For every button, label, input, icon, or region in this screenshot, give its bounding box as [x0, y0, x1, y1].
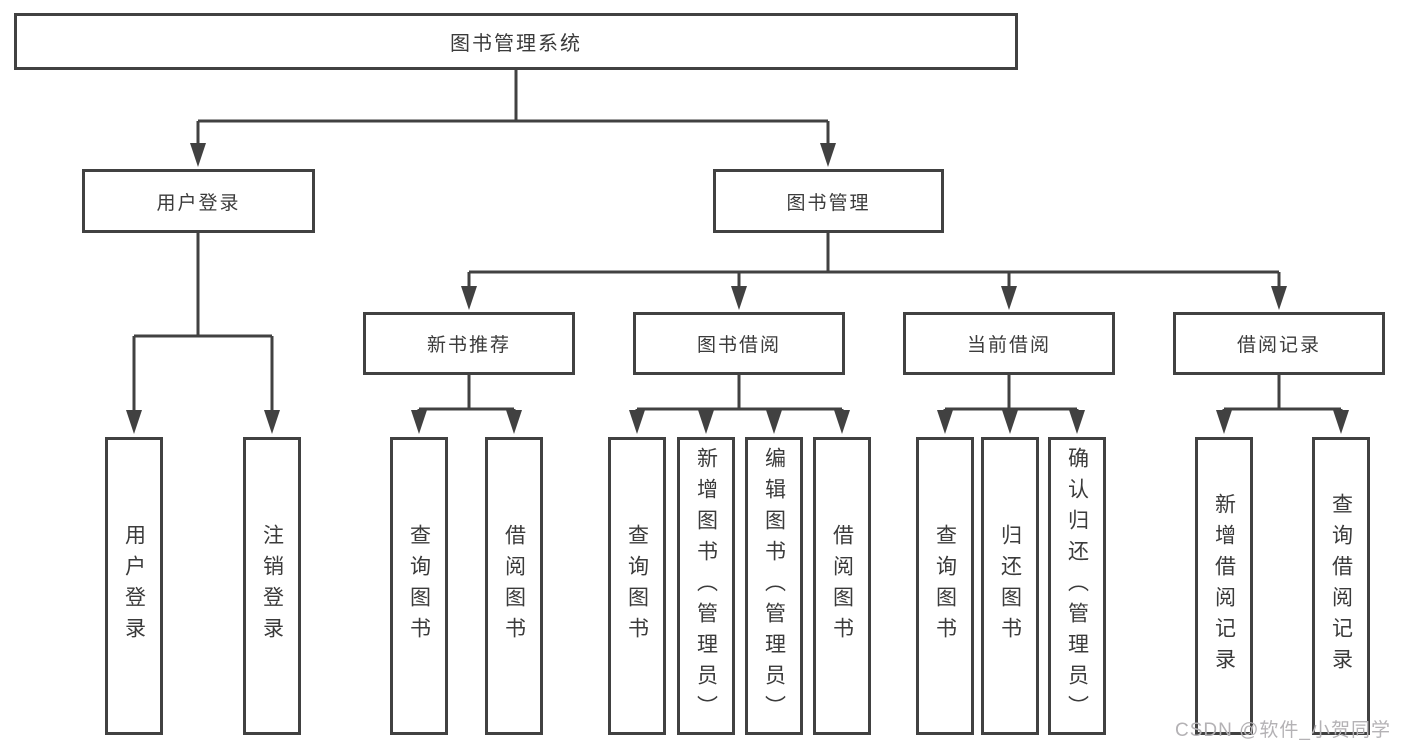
leaf-nbr-query-books: 查询图书 [390, 437, 448, 735]
leaf-bb-add-books-admin: 新增图书（管理员） [677, 437, 735, 735]
leaf-bb-add-books-admin-label: 新增图书（管理员） [694, 446, 718, 726]
leaf-logout: 注销登录 [243, 437, 301, 735]
node-user-login-label: 用户登录 [156, 192, 241, 214]
node-new-book-recommend-label: 新书推荐 [426, 335, 511, 356]
leaf-nbr-borrow-books: 借阅图书 [485, 437, 543, 735]
node-book-borrowing-label: 图书借阅 [696, 335, 781, 356]
node-current-borrowing: 当前借阅 [903, 312, 1115, 375]
node-user-login: 用户登录 [82, 169, 315, 233]
node-root-label: 图书管理系统 [450, 33, 582, 55]
leaf-cb-confirm-return-admin: 确认归还（管理员） [1048, 437, 1106, 735]
node-book-management: 图书管理 [713, 169, 944, 233]
leaf-br-query-record: 查询借阅记录 [1312, 437, 1370, 735]
leaf-user-login: 用户登录 [105, 437, 163, 735]
leaf-cb-return-books-label: 归还图书 [998, 524, 1022, 648]
leaf-user-login-label: 用户登录 [122, 524, 146, 648]
leaf-cb-confirm-return-admin-label: 确认归还（管理员） [1065, 446, 1089, 726]
leaf-cb-query-books: 查询图书 [916, 437, 974, 735]
leaf-logout-label: 注销登录 [260, 524, 284, 648]
leaf-bb-borrow-books-label: 借阅图书 [830, 524, 854, 648]
node-borrowing-records: 借阅记录 [1173, 312, 1385, 375]
leaf-bb-edit-books-admin: 编辑图书（管理员） [745, 437, 803, 735]
node-borrowing-records-label: 借阅记录 [1236, 335, 1321, 356]
leaf-bb-borrow-books: 借阅图书 [813, 437, 871, 735]
leaf-br-add-record-label: 新增借阅记录 [1212, 493, 1236, 679]
node-book-management-label: 图书管理 [786, 192, 871, 214]
node-current-borrowing-label: 当前借阅 [966, 335, 1051, 356]
watermark: CSDN @软件_小贺同学 [1175, 720, 1391, 741]
leaf-cb-query-books-label: 查询图书 [933, 524, 957, 648]
leaf-br-query-record-label: 查询借阅记录 [1329, 493, 1353, 679]
node-root: 图书管理系统 [14, 13, 1018, 70]
leaf-br-add-record: 新增借阅记录 [1195, 437, 1253, 735]
leaf-bb-query-books: 查询图书 [608, 437, 666, 735]
node-new-book-recommend: 新书推荐 [363, 312, 575, 375]
node-book-borrowing: 图书借阅 [633, 312, 845, 375]
leaf-nbr-borrow-books-label: 借阅图书 [502, 524, 526, 648]
leaf-bb-edit-books-admin-label: 编辑图书（管理员） [762, 446, 786, 726]
leaf-cb-return-books: 归还图书 [981, 437, 1039, 735]
leaf-nbr-query-books-label: 查询图书 [407, 524, 431, 648]
leaf-bb-query-books-label: 查询图书 [625, 524, 649, 648]
